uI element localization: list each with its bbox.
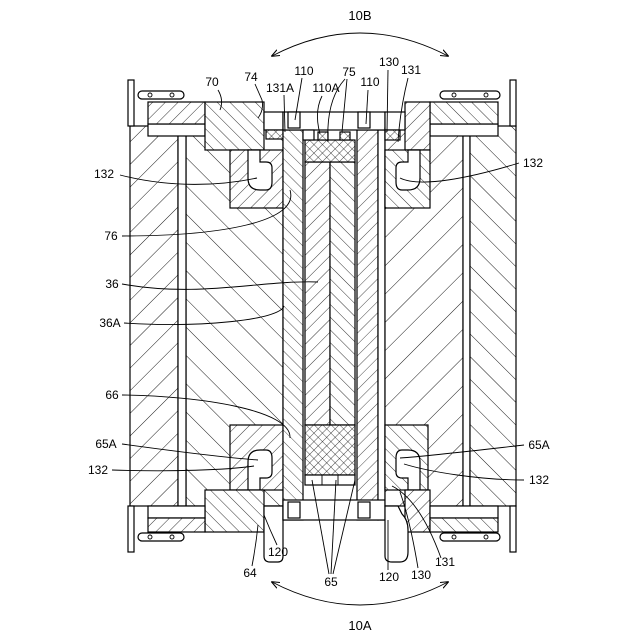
label-top-110a: 110A <box>312 81 339 95</box>
plate-block-36 <box>305 162 330 425</box>
label-bottom-120-a: 120 <box>268 545 288 559</box>
label-bottom-120-b: 120 <box>379 570 399 584</box>
edge-bottom-right <box>510 506 516 552</box>
label-right-65a: 65A <box>528 438 549 452</box>
plate-strip-c <box>357 130 378 520</box>
label-top-131a: 131A <box>266 81 294 95</box>
small-cap-top-a <box>303 130 314 140</box>
edge-top-right <box>510 80 516 126</box>
plate-top-right <box>430 102 498 124</box>
post-top-right <box>385 112 405 130</box>
group-label-upper: 10B <box>348 8 371 23</box>
outer-wall-right <box>470 126 516 506</box>
edge-top-left <box>128 80 134 126</box>
stem-right <box>463 128 470 506</box>
label-top-130: 130 <box>379 55 399 69</box>
label-right-132-b: 132 <box>529 473 549 487</box>
cap-block-bottom-left <box>205 490 264 532</box>
label-left-132-a: 132 <box>94 167 114 181</box>
t-bar-bottom-left <box>148 506 205 518</box>
post-top-left <box>264 112 283 130</box>
cap-block-bottom-right <box>405 490 430 532</box>
clip-bottom-left <box>138 533 184 541</box>
small-cap-top-c <box>340 132 350 140</box>
label-left-66: 66 <box>105 388 119 402</box>
plate-strip-a <box>283 130 303 520</box>
small-cap-top-left <box>266 130 283 139</box>
seal-block-top <box>305 140 355 162</box>
label-right-132-a: 132 <box>523 156 543 170</box>
seal-block-bottom <box>305 425 355 475</box>
group-label-lower: 10A <box>348 618 371 633</box>
channel-bottom-b <box>358 502 370 518</box>
plate-bottom-left <box>148 518 205 532</box>
label-top-110-a: 110 <box>294 64 313 78</box>
left-structure <box>128 80 283 562</box>
right-structure <box>385 80 516 562</box>
cap-block-top-right <box>405 102 430 150</box>
label-left-132-b: 132 <box>88 463 108 477</box>
channel-bottom-a <box>288 502 300 518</box>
cap-block-top-left <box>205 102 264 150</box>
t-bar-top-left <box>148 124 205 136</box>
edge-bottom-left <box>128 506 134 552</box>
label-bottom-65: 65 <box>324 575 338 589</box>
label-top-70: 70 <box>205 75 219 89</box>
channel-top-a <box>288 112 300 128</box>
plate-top-left <box>148 102 205 124</box>
label-top-131: 131 <box>401 63 421 77</box>
label-bottom-130: 130 <box>411 568 431 582</box>
label-bottom-64: 64 <box>243 566 257 580</box>
t-bar-top-right <box>430 124 498 136</box>
plate-block-b <box>330 162 355 425</box>
label-top-75: 75 <box>342 65 356 79</box>
clip-top-right <box>440 91 500 99</box>
label-top-74: 74 <box>244 70 258 84</box>
clip-top-left <box>138 91 184 99</box>
channel-top-b <box>358 112 370 128</box>
plate-strip-d <box>378 130 385 520</box>
t-bar-bottom-right <box>430 506 498 518</box>
label-left-76: 76 <box>104 229 118 243</box>
label-left-36a: 36A <box>99 316 120 330</box>
label-left-65a: 65A <box>95 437 116 451</box>
label-top-110-b: 110 <box>360 75 379 89</box>
label-left-36: 36 <box>105 277 119 291</box>
stem-left <box>178 128 186 506</box>
plate-bottom-right <box>430 518 498 532</box>
label-bottom-131: 131 <box>435 555 455 569</box>
clip-bottom-right <box>440 533 500 541</box>
center-stack <box>283 112 385 520</box>
